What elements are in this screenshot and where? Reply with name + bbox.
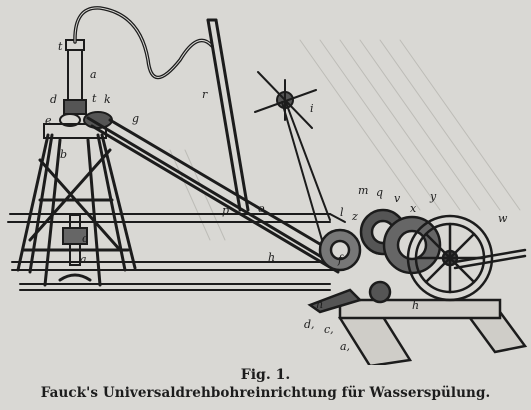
label-h-lower: h bbox=[412, 299, 419, 312]
label-k: k bbox=[104, 93, 111, 106]
ground-rails bbox=[7, 213, 346, 291]
label-a-upper: a bbox=[90, 68, 97, 81]
label-i: i bbox=[310, 102, 314, 115]
label-m: m bbox=[358, 184, 368, 197]
label-d1: d, bbox=[304, 318, 315, 331]
label-l: l bbox=[340, 206, 344, 219]
label-z: z bbox=[351, 210, 358, 223]
label-o: o bbox=[258, 202, 265, 215]
label-b: b bbox=[60, 148, 67, 161]
derrick-frame bbox=[16, 123, 137, 287]
label-x: x bbox=[410, 202, 417, 215]
figure-caption: Fig. 1. Fauck's Universaldrehbohreinrich… bbox=[0, 366, 531, 402]
label-c1: c, bbox=[324, 323, 334, 336]
label-v: v bbox=[394, 192, 401, 205]
label-f: f bbox=[337, 253, 344, 266]
figure-title: Fauck's Universaldrehbohreinrichtung für… bbox=[40, 385, 491, 401]
label-w: w bbox=[498, 212, 508, 225]
label-n: n bbox=[316, 298, 323, 311]
label-q: q bbox=[376, 186, 383, 199]
handwheel-star bbox=[254, 71, 331, 241]
label-y: y bbox=[429, 190, 437, 203]
label-t-top: t bbox=[58, 40, 63, 53]
label-h-mid: h bbox=[268, 251, 275, 264]
base-timbers bbox=[337, 298, 528, 365]
figure-number: Fig. 1. bbox=[240, 367, 291, 383]
label-t-mid: t bbox=[92, 92, 97, 105]
diagonal-boom bbox=[86, 116, 340, 274]
figure-labels: t a d t k e g b c a r p o i l m q v y x … bbox=[45, 40, 508, 353]
label-a-lower: a bbox=[80, 253, 87, 266]
drilling-rig-drawing bbox=[7, 6, 528, 365]
label-g: g bbox=[132, 112, 139, 125]
label-c: c bbox=[82, 232, 88, 245]
label-e: e bbox=[45, 114, 52, 127]
label-r: r bbox=[202, 88, 208, 101]
label-a1: a, bbox=[340, 340, 350, 353]
background-hatching bbox=[169, 39, 521, 241]
label-p: p bbox=[222, 204, 229, 217]
inclined-mast bbox=[206, 18, 250, 212]
engraving-illustration: t a d t k e g b c a r p o i l m q v y x … bbox=[7, 6, 528, 365]
gear-train bbox=[307, 208, 527, 314]
label-d: d bbox=[50, 93, 57, 106]
